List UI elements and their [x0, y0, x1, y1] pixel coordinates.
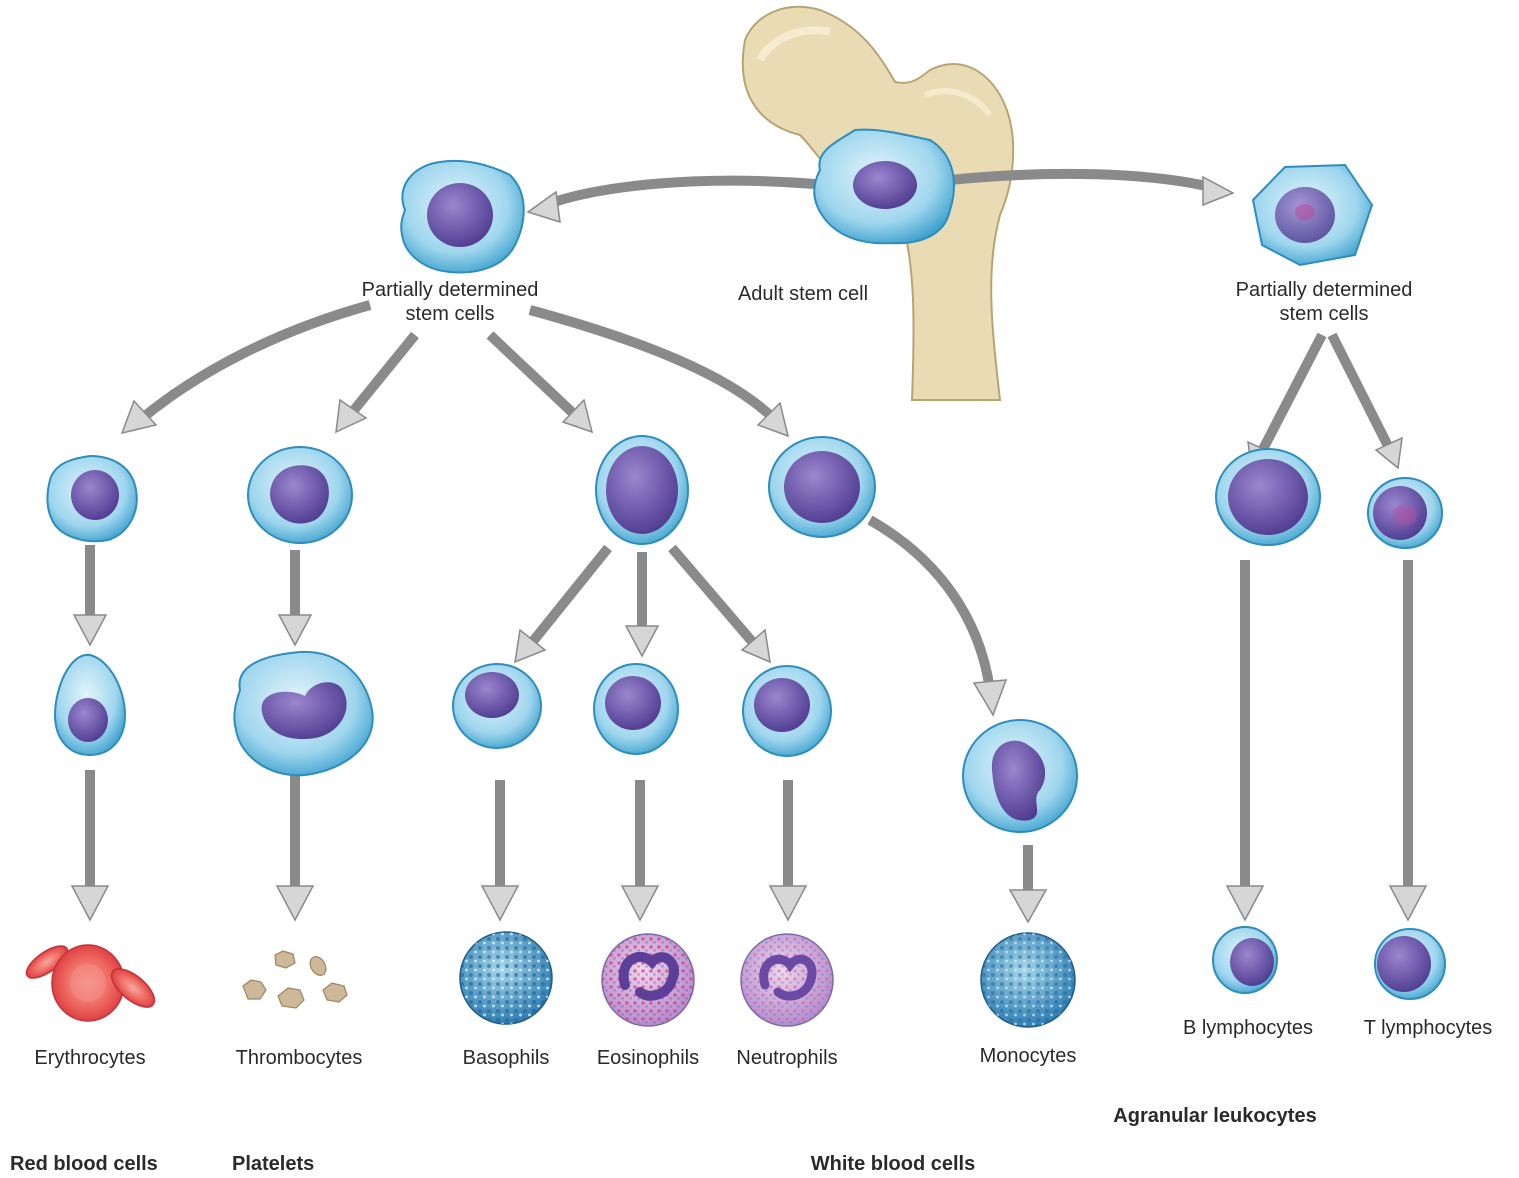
group-label-platelets: Platelets	[232, 1153, 314, 1175]
basophil-precursor-cell	[453, 664, 541, 748]
arrow-partial-to-erythro-progenitor	[140, 305, 370, 420]
b-lymphocyte-progenitor-cell	[1216, 449, 1320, 545]
label-partial-left-line1: Partially determined	[362, 279, 539, 301]
label-erythrocytes: Erythrocytes	[34, 1047, 145, 1069]
t-lymphocyte-progenitor-cell	[1368, 478, 1442, 548]
label-partial-left-line2: stem cells	[406, 303, 495, 325]
t-lymphocyte-cell	[1375, 929, 1445, 999]
partially-determined-stem-cell-left	[401, 161, 524, 273]
arrow-to-monoblast	[870, 520, 990, 690]
monocyte-cell	[981, 933, 1075, 1027]
erythroid-progenitor-cell	[47, 456, 136, 541]
label-adult-stem-cell: Adult stem cell	[738, 283, 868, 305]
label-eosinophils: Eosinophils	[597, 1047, 699, 1069]
neutrophil-precursor-cell	[743, 666, 831, 756]
label-partial-right-line2: stem cells	[1280, 303, 1369, 325]
basophil-cell	[460, 932, 552, 1024]
group-label-white-blood-cells: White blood cells	[811, 1153, 975, 1175]
label-basophils: Basophils	[463, 1047, 550, 1069]
thrombocytes-illustration	[243, 951, 347, 1008]
eosinophil-precursor-cell	[594, 664, 678, 754]
partially-determined-stem-cell-right	[1253, 165, 1372, 265]
megakaryocyte-progenitor-cell	[248, 447, 352, 543]
label-b-lymphocytes: B lymphocytes	[1183, 1017, 1313, 1039]
erythroblast-cell	[55, 655, 125, 755]
eosinophil-cell	[602, 934, 694, 1026]
monocyte-progenitor-cell	[769, 437, 875, 537]
label-neutrophils: Neutrophils	[736, 1047, 837, 1069]
megakaryocyte-cell	[234, 652, 372, 775]
monoblast-cell	[963, 720, 1077, 832]
erythrocytes-illustration	[22, 940, 161, 1021]
neutrophil-cell	[741, 934, 833, 1026]
b-lymphocyte-cell	[1213, 927, 1277, 993]
myeloid-progenitor-cell	[596, 436, 688, 544]
label-thrombocytes: Thrombocytes	[236, 1047, 363, 1069]
group-label-agranular-leukocytes: Agranular leukocytes	[1113, 1105, 1316, 1127]
label-monocytes: Monocytes	[980, 1045, 1077, 1067]
label-partial-right-line1: Partially determined	[1236, 279, 1413, 301]
label-t-lymphocytes: T lymphocytes	[1364, 1017, 1493, 1039]
group-label-red-blood-cells: Red blood cells	[10, 1153, 158, 1175]
adult-stem-cell	[814, 130, 954, 244]
